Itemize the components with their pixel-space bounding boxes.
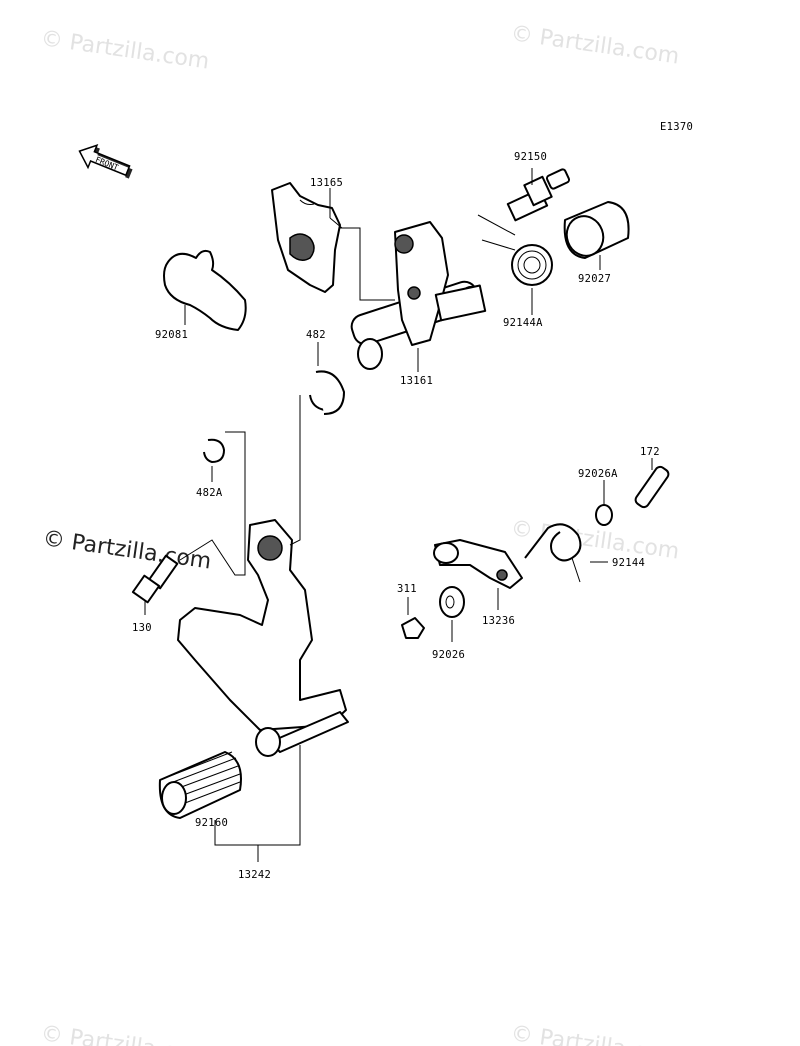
label-482: 482 — [306, 329, 326, 341]
watermark-mid-right: © Partzilla.com — [509, 516, 681, 564]
part-labels: 13165 92150 92027 92144A 13161 92081 482… — [132, 151, 660, 881]
label-92150: 92150 — [514, 151, 547, 163]
part-92026-washer — [439, 586, 465, 618]
label-92160: 92160 — [195, 817, 228, 829]
diagram-code: E1370 — [660, 121, 693, 133]
watermark-top-left: © Partzilla.com — [39, 26, 211, 74]
part-92144A-spring — [477, 214, 553, 286]
part-92150-bolt — [506, 168, 571, 222]
part-13161-shift-shaft — [350, 221, 487, 370]
part-92026A-washer — [595, 504, 613, 526]
label-13236: 13236 — [482, 615, 515, 627]
part-13242-pedal — [177, 519, 349, 757]
watermark-bottom-left: © Partzilla.com — [39, 1021, 211, 1046]
label-92027: 92027 — [578, 273, 611, 285]
label-311: 311 — [397, 583, 417, 595]
watermark-top-right: © Partzilla.com — [509, 21, 681, 69]
part-172-stud — [634, 465, 670, 509]
label-92144A: 92144A — [503, 317, 543, 329]
part-92160-rubber — [158, 751, 242, 819]
part-92027-sleeve — [563, 201, 630, 259]
part-130-bolt — [131, 554, 179, 604]
watermark-mid-left: © Partzilla.com — [41, 526, 213, 574]
part-13165-plate — [271, 182, 341, 293]
part-92144-spring — [524, 523, 582, 583]
part-482-circlip — [309, 370, 345, 415]
front-arrow-icon: FRONT — [78, 144, 133, 179]
label-13165: 13165 — [310, 177, 343, 189]
label-172: 172 — [640, 446, 660, 458]
label-92081: 92081 — [155, 329, 188, 341]
watermark-bottom-right: © Partzilla.com — [509, 1021, 681, 1046]
leader-lines — [144, 168, 653, 862]
label-13242: 13242 — [238, 869, 271, 881]
label-92026A: 92026A — [578, 468, 618, 480]
label-130: 130 — [132, 622, 152, 634]
part-13236-lever — [433, 539, 523, 589]
label-92026: 92026 — [432, 649, 465, 661]
label-92144: 92144 — [612, 557, 645, 569]
label-482A: 482A — [196, 487, 223, 499]
part-482A-circlip — [203, 438, 225, 463]
label-13161: 13161 — [400, 375, 433, 387]
part-92081-spring — [163, 249, 247, 331]
watermark-group: © Partzilla.com © Partzilla.com © Partzi… — [39, 21, 681, 1046]
part-311-nut — [401, 617, 425, 639]
